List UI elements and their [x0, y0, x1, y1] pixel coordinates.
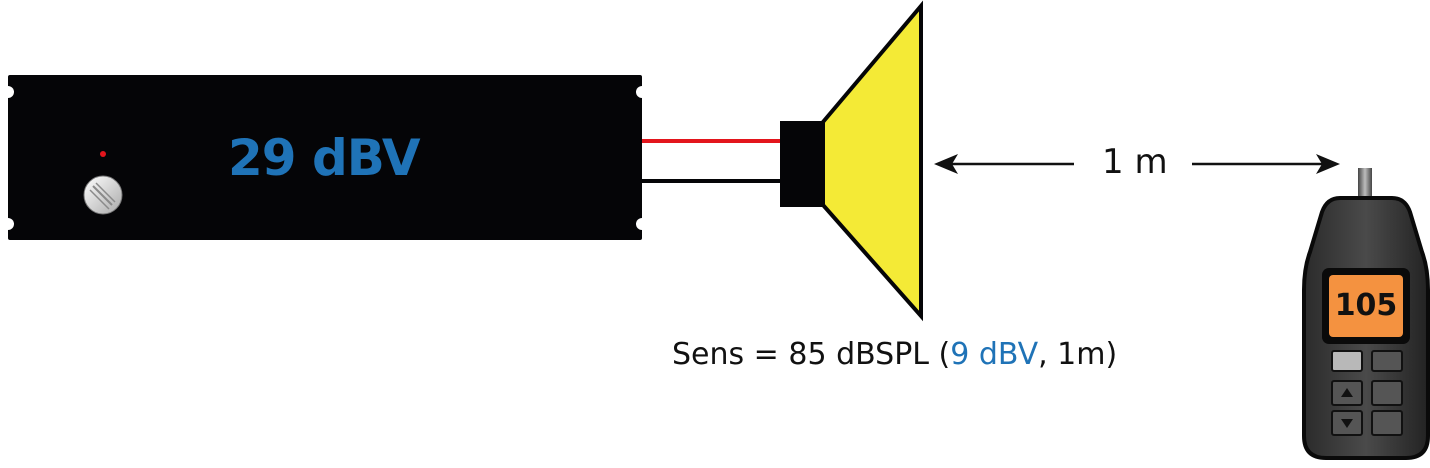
amplifier-chassis — [8, 75, 642, 240]
rack-ear-notch-top-left — [8, 86, 14, 98]
amplifier — [8, 75, 642, 240]
sensitivity-prefix: Sens = 85 dBSPL ( — [672, 337, 951, 372]
rack-ear-notch-bottom-right — [636, 218, 642, 230]
meter-button-3 — [1371, 380, 1403, 406]
down-triangle-icon — [1341, 419, 1353, 428]
up-triangle-icon — [1341, 388, 1353, 397]
meter-button-4 — [1371, 410, 1403, 436]
meter-microphone — [1358, 168, 1372, 198]
rack-ear-notch-bottom-left — [8, 218, 14, 230]
arrowhead-right — [1316, 154, 1340, 174]
rack-ear-notch-top-right — [636, 86, 642, 98]
distance-label: 1 m — [1102, 142, 1168, 182]
speaker-cone — [821, 0, 923, 322]
sound-level-meter — [1302, 168, 1430, 460]
meter-button-2 — [1371, 350, 1403, 372]
sensitivity-suffix: , 1m) — [1038, 337, 1118, 372]
gain-knob — [83, 175, 123, 215]
meter-reading: 105 — [1334, 288, 1398, 323]
distance-arrow — [934, 154, 1340, 174]
sensitivity-voltage-highlight: 9 dBV — [950, 337, 1039, 372]
meter-display — [1329, 275, 1403, 337]
speaker-sensitivity-label: Sens = 85 dBSPL (9 dBV, 1m) — [672, 333, 1117, 377]
speaker-magnet — [780, 121, 825, 207]
loudspeaker — [780, 0, 923, 322]
meter-button-1 — [1331, 350, 1363, 372]
amplifier-output-level: 29 dBV — [228, 129, 421, 187]
power-led — [100, 151, 106, 157]
arrowhead-left — [934, 154, 958, 174]
